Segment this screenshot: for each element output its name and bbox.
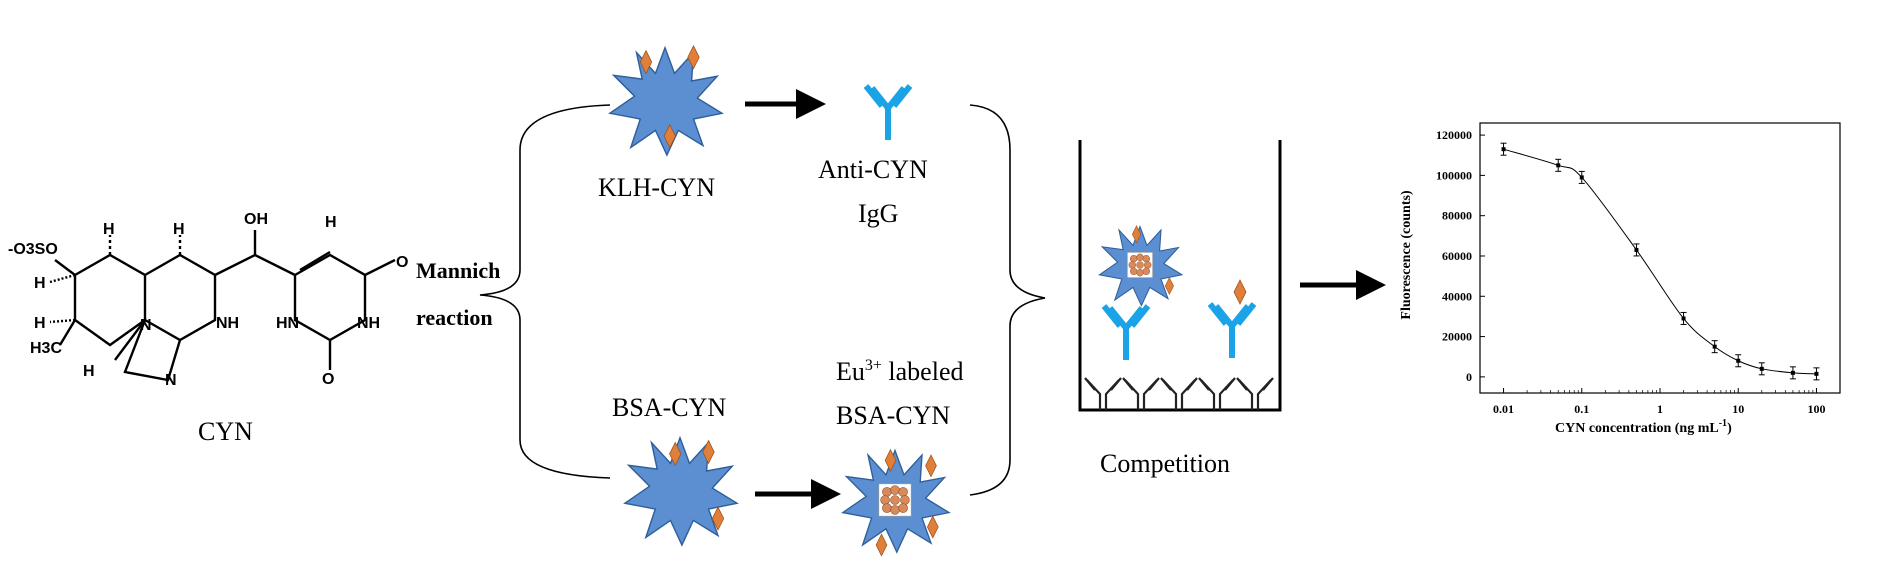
atom-nh-ring: NH (357, 315, 380, 332)
atom-h-b: H (173, 221, 185, 238)
right-brace (969, 104, 1046, 496)
atom-hn-ring: HN (276, 315, 299, 332)
atom-o-bot: O (322, 371, 334, 388)
atom-h-a: H (103, 221, 115, 238)
competition-well (1078, 140, 1282, 412)
klh-label: KLH-CYN (598, 173, 715, 202)
x-tick-label: 0.1 (1574, 402, 1589, 416)
cyn-structure (49, 230, 396, 382)
atom-o-top: O (396, 254, 408, 271)
atom-so3: -O3SO (8, 241, 58, 258)
y-tick-label: 40000 (1442, 289, 1472, 303)
atom-n-plus: N (165, 372, 177, 389)
y-tick-label: 80000 (1442, 209, 1472, 223)
anti-cyn-antibody (866, 86, 910, 140)
atom-h-c: H (325, 214, 337, 231)
bsa-label: BSA-CYN (612, 393, 726, 422)
plot-frame (1479, 122, 1841, 394)
molecule-caption: CYN (198, 417, 253, 446)
calibration-chart: 0 20000 40000 60000 80000 100000 120000 0.01 0.… (1399, 122, 1841, 436)
x-axis-label: CYN concentration (ng mL-1) (1555, 418, 1732, 436)
y-tick-label: 0 (1466, 370, 1472, 384)
y-tick-label: 60000 (1442, 249, 1472, 263)
y-tick-label: 20000 (1442, 330, 1472, 344)
klh-cyn-conjugate (609, 45, 723, 156)
left-brace (479, 104, 611, 479)
competition-label: Competition (1100, 449, 1230, 478)
eu-labeled-bsa-cyn (842, 449, 950, 557)
fit-curve (1503, 148, 1817, 375)
atom-h-left1: H (34, 275, 46, 292)
eu-label-line2: BSA-CYN (836, 401, 950, 430)
x-tick-label: 0.01 (1493, 402, 1514, 416)
anti-label-line1: Anti-CYN (818, 155, 928, 184)
y-tick-label: 120000 (1436, 128, 1472, 142)
y-axis-label: Fluorescence (counts) (1399, 190, 1414, 320)
reaction-line1: Mannich (416, 258, 500, 283)
reaction-line2: reaction (416, 305, 493, 330)
x-tick-label: 1 (1657, 402, 1663, 416)
bsa-cyn-conjugate (624, 437, 738, 546)
x-tick-label: 100 (1807, 402, 1825, 416)
atom-n-ring: N (140, 317, 152, 334)
eu-label-line1: Eu3+ labeled (836, 357, 964, 386)
atom-h-bot: H (83, 363, 95, 380)
x-tick-label: 10 (1732, 402, 1744, 416)
y-tick-label: 100000 (1436, 168, 1472, 182)
atom-h-left2: H (34, 315, 46, 332)
atom-oh: OH (244, 211, 268, 228)
atom-nh-mid: NH (216, 315, 239, 332)
anti-label-line2: IgG (858, 199, 898, 228)
atom-h3c: H3C (30, 340, 62, 357)
